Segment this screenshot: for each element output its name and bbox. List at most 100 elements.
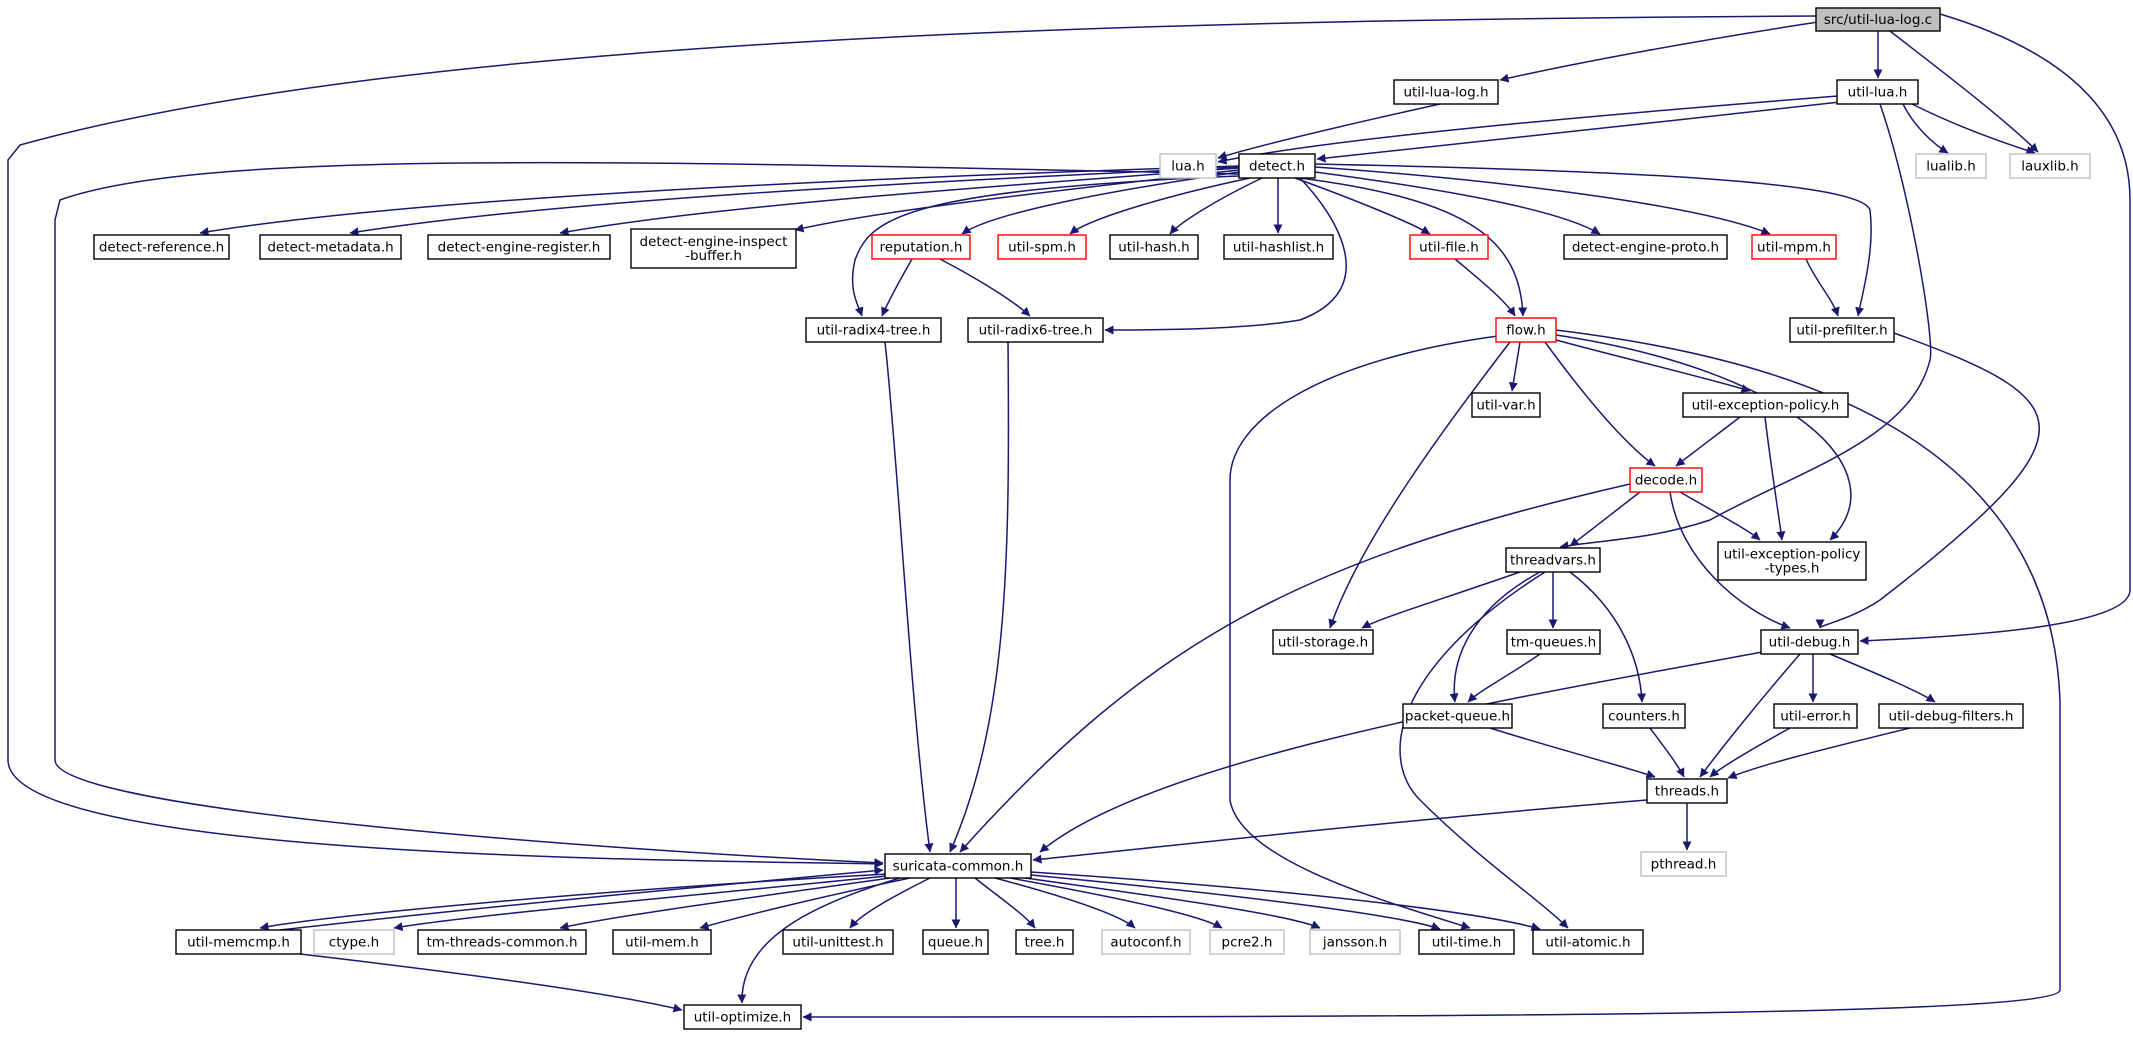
node-box-suricata-common-h xyxy=(884,853,1032,879)
node-threadvars-h[interactable]: threadvars.h xyxy=(1505,547,1601,573)
node-util-file-h[interactable]: util-file.h xyxy=(1409,234,1489,260)
node-box-tm-threads-common-h xyxy=(417,929,587,955)
node-util-lua-log-h[interactable]: util-lua-log.h xyxy=(1393,79,1499,105)
node-util-error-h[interactable]: util-error.h xyxy=(1773,703,1858,729)
node-label-util-lua-h: util-lua.h xyxy=(1848,85,1908,101)
node-detect-engine-register-h[interactable]: detect-engine-register.h xyxy=(427,234,611,260)
node-label-util-radix4-tree-h: util-radix4-tree.h xyxy=(817,323,931,339)
node-box-threadvars-h xyxy=(1505,547,1601,573)
node-box-util-hash-h xyxy=(1109,234,1199,260)
node-tm-threads-common-h[interactable]: tm-threads-common.h xyxy=(417,929,587,955)
node-decode-h[interactable]: decode.h xyxy=(1629,467,1703,493)
node-box-util-radix4-tree-h xyxy=(805,317,942,343)
node-counters-h[interactable]: counters.h xyxy=(1602,703,1686,729)
edge-decode-h-to-threadvars-h xyxy=(1569,491,1641,547)
node-box-detect-reference-h xyxy=(93,234,230,260)
node-box-detect-metadata-h xyxy=(259,234,402,260)
node-util-time-h[interactable]: util-time.h xyxy=(1418,929,1515,955)
edges-layer xyxy=(7,13,2131,1022)
edge-util-exception-policy-h-to-util-exception-policy-types-h xyxy=(1764,416,1786,541)
edge-detect-h-to-detect-metadata-h xyxy=(349,166,1240,237)
edge-flow-h-to-util-optimize-h xyxy=(802,329,2061,1022)
node-box-util-atomic-h xyxy=(1532,929,1644,955)
edge-detect-h-to-suricata-common-h xyxy=(54,161,1240,868)
edge-util-debug-h-to-suricata-common-h xyxy=(1039,650,1769,853)
node-util-prefilter-h[interactable]: util-prefilter.h xyxy=(1789,317,1895,343)
node-lualib-h: lualib.h xyxy=(1915,153,1987,179)
node-util-lua-h[interactable]: util-lua.h xyxy=(1836,79,1919,105)
node-label-threads-h: threads.h xyxy=(1655,784,1719,800)
node-packet-queue-h[interactable]: packet-queue.h xyxy=(1402,703,1513,729)
edge-util-exception-policy-h-to-decode-h xyxy=(1675,416,1741,467)
node-label-util-time-h: util-time.h xyxy=(1432,935,1502,951)
node-util-hashlist-h[interactable]: util-hashlist.h xyxy=(1223,234,1334,260)
edge-util-lua-h-to-threadvars-h xyxy=(1559,103,1932,550)
node-util-radix6-tree-h[interactable]: util-radix6-tree.h xyxy=(967,317,1104,343)
node-box-util-spm-h xyxy=(997,234,1087,260)
node-box-util-error-h xyxy=(1773,703,1858,729)
node-box-util-radix6-tree-h xyxy=(967,317,1104,343)
node-util-spm-h[interactable]: util-spm.h xyxy=(997,234,1087,260)
node-label-util-mpm-h: util-mpm.h xyxy=(1757,240,1831,256)
node-box-util-exception-policy-types-h xyxy=(1717,541,1867,581)
node-label-detect-engine-register-h: detect-engine-register.h xyxy=(438,240,601,256)
node-box-util-mem-h xyxy=(612,929,712,955)
node-label-lua-h: lua.h xyxy=(1171,159,1204,175)
node-util-hash-h[interactable]: util-hash.h xyxy=(1109,234,1199,260)
node-util-radix4-tree-h[interactable]: util-radix4-tree.h xyxy=(805,317,942,343)
node-detect-engine-inspect-buffer-h[interactable]: detect-engine-inspect-buffer.h xyxy=(630,228,797,269)
node-box-detect-engine-register-h xyxy=(427,234,611,260)
edge-flow-h-to-util-exception-policy-types-h xyxy=(1555,334,1852,541)
node-label-util-debug-filters-h: util-debug-filters.h xyxy=(1889,709,2014,725)
node-util-debug-h[interactable]: util-debug.h xyxy=(1760,629,1859,655)
node-label-suricata-common-h: suricata-common.h xyxy=(893,859,1024,875)
edge-util-prefilter-h-to-util-debug-h xyxy=(1815,332,2040,629)
node-util-unittest-h[interactable]: util-unittest.h xyxy=(782,929,894,955)
node-detect-h[interactable]: detect.h xyxy=(1238,153,1316,179)
node-box-detect-engine-proto-h xyxy=(1563,234,1728,260)
node-label-detect-h: detect.h xyxy=(1249,159,1305,175)
node-tm-queues-h[interactable]: tm-queues.h xyxy=(1506,629,1601,655)
node-util-storage-h[interactable]: util-storage.h xyxy=(1272,629,1374,655)
edge-src-util-lua-log-c-to-suricata-common-h xyxy=(7,15,1817,869)
node-label-util-hashlist-h: util-hashlist.h xyxy=(1233,240,1324,256)
node-box-util-storage-h xyxy=(1272,629,1374,655)
node-box-util-prefilter-h xyxy=(1789,317,1895,343)
edge-reputation-h-to-util-radix6-tree-h xyxy=(939,258,1031,317)
node-label-util-exception-policy-types-h-line2: -types.h xyxy=(1765,561,1820,577)
node-reputation-h[interactable]: reputation.h xyxy=(871,234,971,260)
node-util-debug-filters-h[interactable]: util-debug-filters.h xyxy=(1878,703,2024,729)
node-util-exception-policy-h[interactable]: util-exception-policy.h xyxy=(1682,392,1849,418)
node-util-mpm-h[interactable]: util-mpm.h xyxy=(1751,234,1837,260)
nodes-layer: src/util-lua-log.c util-lua-log.h util-lua… xyxy=(93,7,2091,1030)
node-label-counters-h: counters.h xyxy=(1608,709,1680,725)
edge-util-lua-h-to-detect-h xyxy=(1316,101,1841,163)
node-label-threadvars-h: threadvars.h xyxy=(1510,553,1596,569)
node-box-tree-h xyxy=(1015,929,1074,955)
node-box-util-exception-policy-h xyxy=(1682,392,1849,418)
node-flow-h[interactable]: flow.h xyxy=(1495,317,1557,343)
node-label-util-optimize-h: util-optimize.h xyxy=(694,1010,792,1026)
node-suricata-common-h[interactable]: suricata-common.h xyxy=(884,853,1032,879)
node-util-var-h[interactable]: util-var.h xyxy=(1471,392,1541,418)
node-detect-reference-h[interactable]: detect-reference.h xyxy=(93,234,230,260)
node-tree-h[interactable]: tree.h xyxy=(1015,929,1074,955)
node-src-util-lua-log-c[interactable]: src/util-lua-log.c xyxy=(1815,7,1941,32)
edge-decode-h-to-suricata-common-h xyxy=(959,483,1631,853)
node-util-exception-policy-types-h[interactable]: util-exception-policy-types.h xyxy=(1717,541,1867,581)
node-queue-h[interactable]: queue.h xyxy=(922,929,989,955)
node-box-autoconf-h xyxy=(1101,929,1191,955)
node-label-lauxlib-h: lauxlib.h xyxy=(2021,159,2079,175)
node-label-flow-h: flow.h xyxy=(1506,323,1545,339)
node-box-util-optimize-h xyxy=(683,1004,802,1030)
node-detect-engine-proto-h[interactable]: detect-engine-proto.h xyxy=(1563,234,1728,260)
node-box-pcre2-h xyxy=(1209,929,1285,955)
node-detect-metadata-h[interactable]: detect-metadata.h xyxy=(259,234,402,260)
node-box-util-hashlist-h xyxy=(1223,234,1334,260)
node-util-atomic-h[interactable]: util-atomic.h xyxy=(1532,929,1644,955)
node-threads-h[interactable]: threads.h xyxy=(1646,778,1728,804)
node-util-mem-h[interactable]: util-mem.h xyxy=(612,929,712,955)
node-util-optimize-h[interactable]: util-optimize.h xyxy=(683,1004,802,1030)
node-util-memcmp-h[interactable]: util-memcmp.h xyxy=(175,929,302,955)
node-label-detect-engine-inspect-buffer-h-line1: detect-engine-inspect xyxy=(640,234,788,250)
